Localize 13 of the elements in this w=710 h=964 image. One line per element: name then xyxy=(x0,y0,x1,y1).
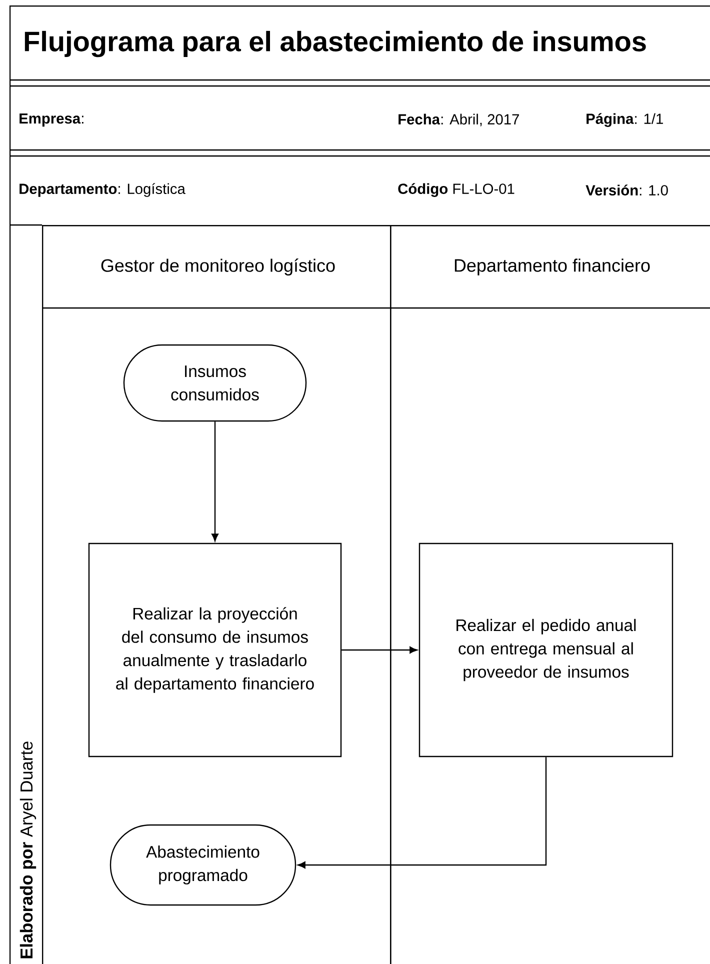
process-box: Realizar el pedido anual con entrega mensual al proveedor de insumos xyxy=(418,542,674,758)
header-field: Versión: 1.0 xyxy=(586,184,668,196)
arrow xyxy=(342,646,418,654)
header-field: Página: 1/1 xyxy=(586,113,663,127)
header-field: Código FL-LO-01 xyxy=(398,183,514,197)
process-box: Realizar la proyección del consumo de insumos anualmente y trasladarlo al departamento financiero xyxy=(88,542,342,758)
arrow xyxy=(212,422,218,542)
header-field: Fecha: Abril, 2017 xyxy=(398,114,519,126)
author-label: Elaborado por Aryel Duarte xyxy=(20,742,36,958)
arrow xyxy=(298,757,547,868)
title: Flujograma para el abastecimiento de insumos xyxy=(24,30,646,58)
header-field: Empresa: xyxy=(20,113,84,127)
header-field: Departamento: Logística xyxy=(20,183,186,197)
